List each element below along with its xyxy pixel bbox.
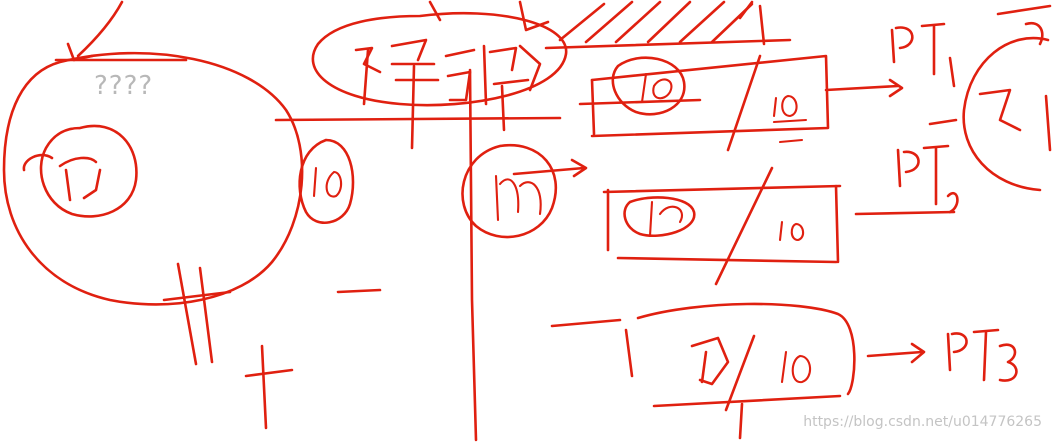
hatching-top [544, 0, 792, 50]
partial-circle-right [962, 4, 1052, 192]
block-row-3 [550, 302, 926, 440]
circled-m [461, 143, 588, 239]
label-pt2 [854, 118, 959, 216]
block-row-2 [602, 166, 842, 286]
circled-number-left [298, 138, 355, 224]
center-vertical-line [468, 68, 478, 442]
arrow-stroke-top-left [66, 0, 124, 62]
watermark-url: https://blog.csdn.net/u014776265 [803, 414, 1042, 430]
oval-heading [311, 0, 568, 107]
block-row-1 [578, 54, 904, 152]
label-pt1 [890, 22, 956, 88]
top-horizontal-line [274, 116, 562, 122]
short-vertical [500, 84, 506, 132]
dash-mark [336, 288, 382, 294]
inner-circle-pt1 [22, 124, 138, 218]
handwritten-characters-in-oval [354, 38, 542, 150]
label-pt3 [946, 328, 1018, 382]
overlay-question-marks: ???? [94, 71, 154, 101]
scratch-marks-bottom-left [162, 262, 294, 430]
